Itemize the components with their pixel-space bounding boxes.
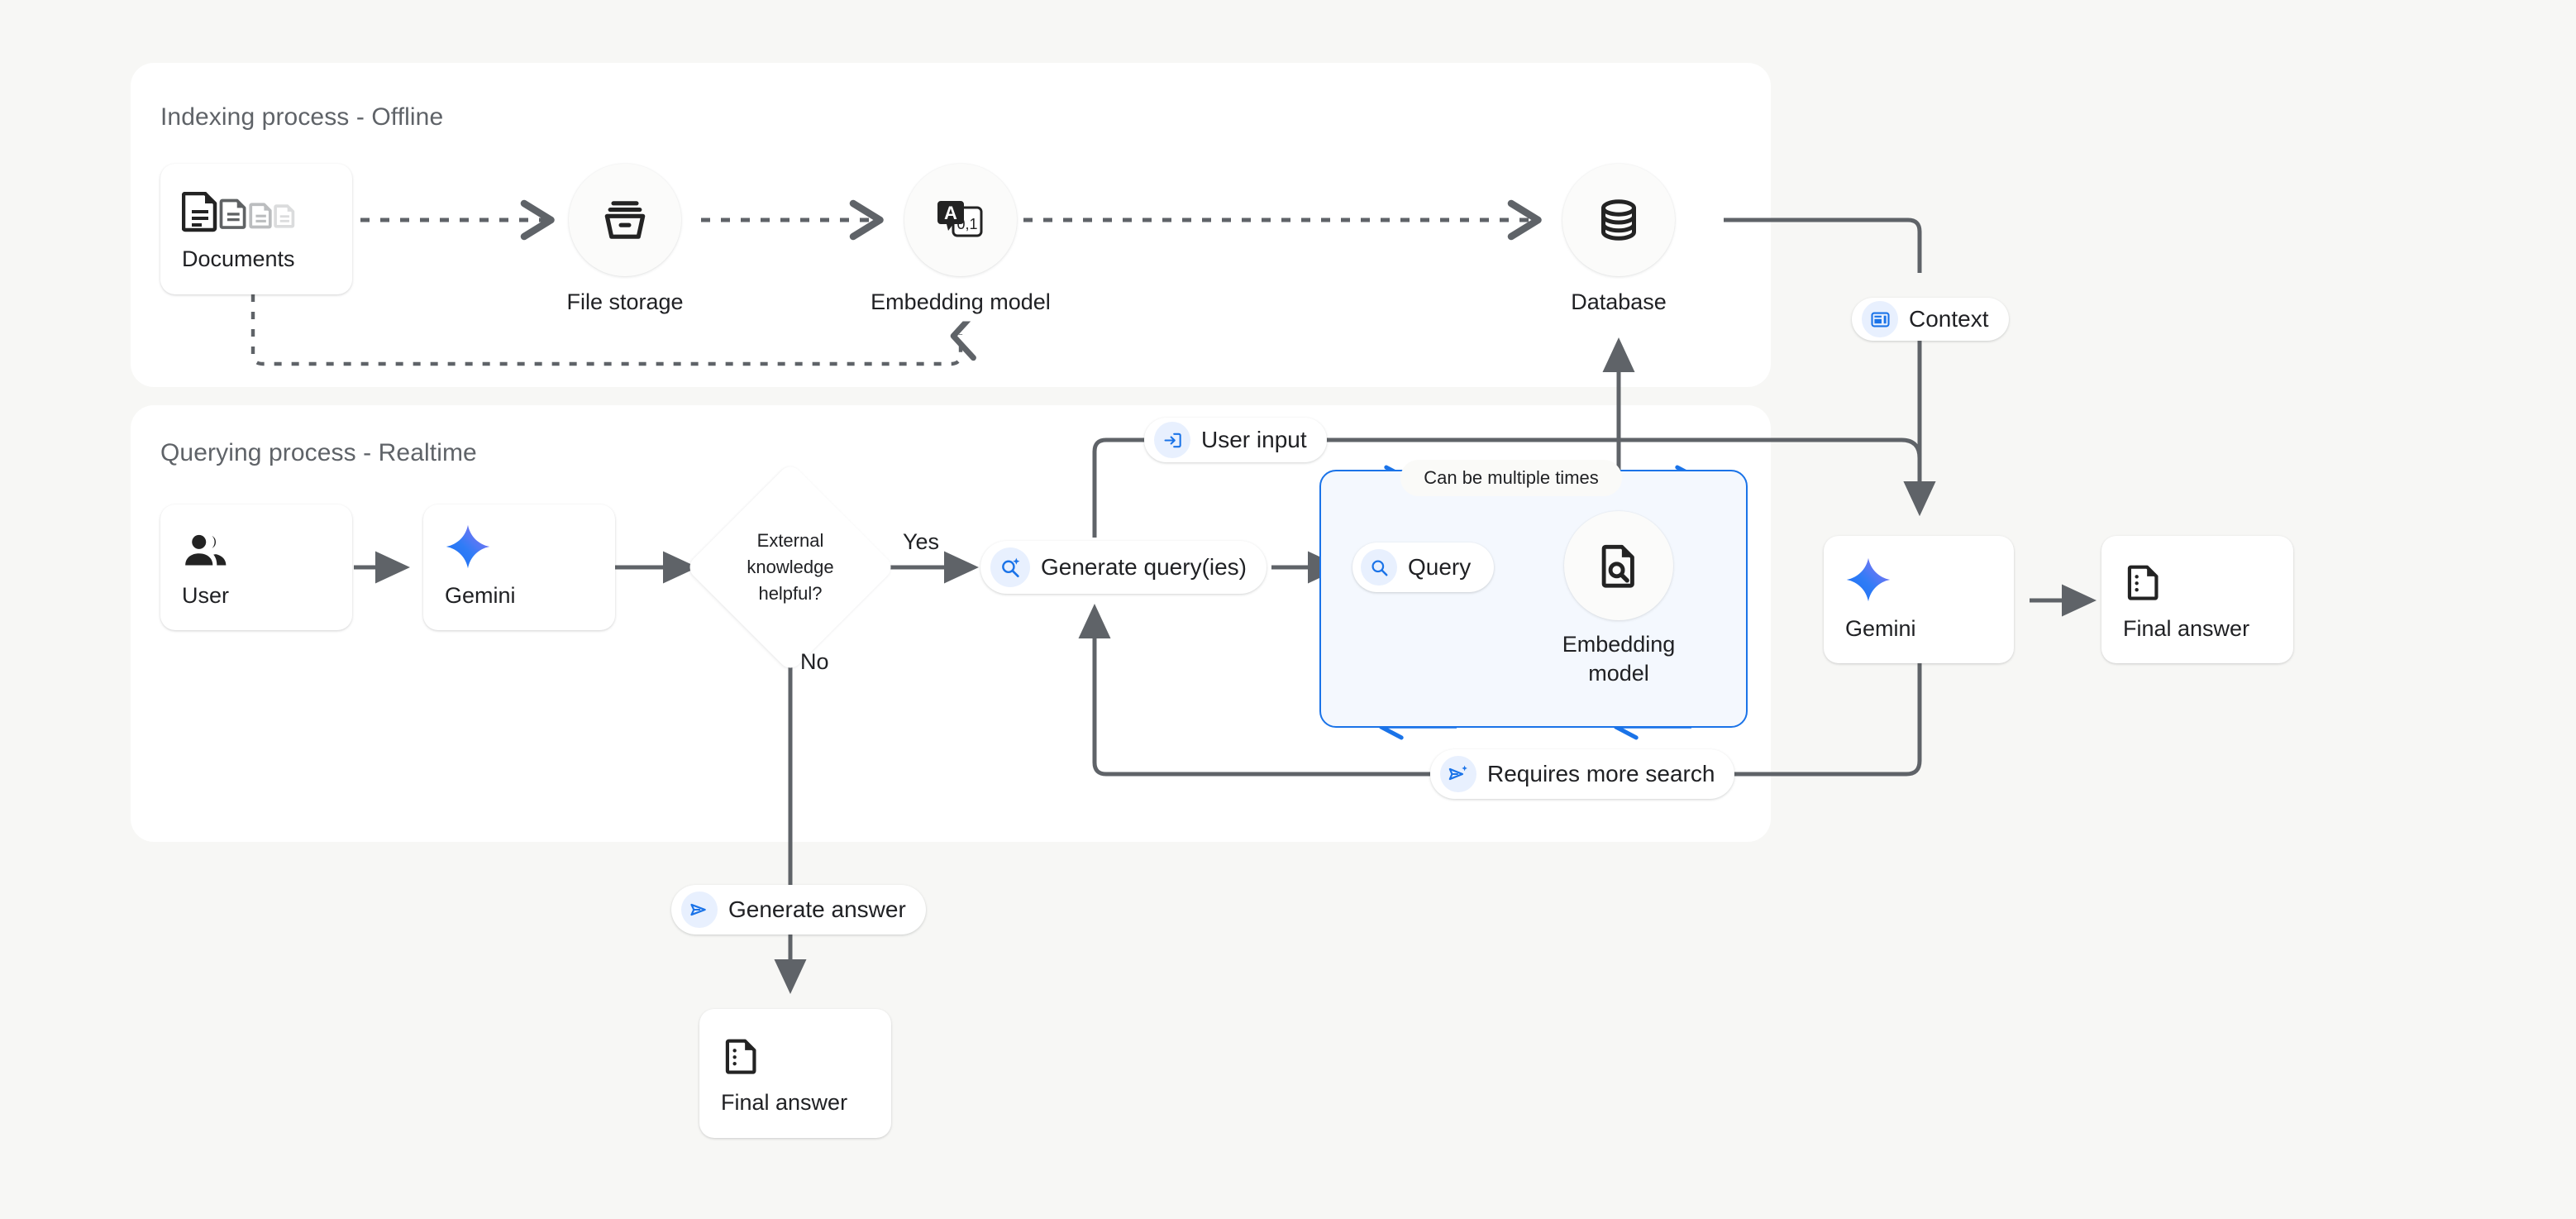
embedding-model-label-indexing: Embedding model	[871, 289, 1051, 314]
final-answer-label-right: Final answer	[2123, 615, 2250, 641]
embedding-model-node-indexing[interactable]: 0,1 A	[904, 164, 1017, 276]
final-answer-card-bottom[interactable]: Final answer	[699, 1009, 891, 1138]
svg-text:A: A	[944, 203, 957, 223]
search-icon	[1361, 549, 1397, 586]
generate-queries-label: Generate query(ies)	[1041, 554, 1247, 580]
no-label: No	[800, 649, 829, 674]
answer-doc-icon	[2123, 558, 2272, 603]
gemini-sparkle-icon	[1845, 557, 1992, 603]
search-sparkle-icon	[990, 547, 1030, 587]
yes-label: Yes	[903, 529, 940, 554]
embedding-model-node-query[interactable]	[1564, 511, 1673, 620]
final-answer-card-right[interactable]: Final answer	[2101, 536, 2293, 663]
file-storage-label: File storage	[566, 289, 684, 314]
decision-label: External knowledge helpful?	[747, 530, 834, 604]
decision-diamond[interactable]: External knowledge helpful?	[685, 461, 896, 673]
query-label: Query	[1408, 554, 1472, 580]
generate-queries-pill[interactable]: Generate query(ies)	[980, 541, 1267, 594]
input-arrow-icon	[1154, 422, 1190, 458]
text-to-vector-icon: 0,1 A	[937, 201, 983, 237]
user-card[interactable]: User	[160, 504, 352, 630]
generate-answer-label: Generate answer	[728, 896, 906, 922]
people-icon	[182, 527, 331, 570]
requires-more-search-label: Requires more search	[1487, 761, 1715, 786]
gemini-card[interactable]: Gemini	[423, 504, 615, 630]
final-answer-label-bottom: Final answer	[721, 1089, 848, 1115]
archive-icon	[604, 201, 646, 239]
retrieval-loop-box	[1319, 470, 1748, 728]
query-pill[interactable]: Query	[1352, 543, 1495, 592]
user-input-pill[interactable]: User input	[1144, 418, 1327, 462]
loop-count-label: Can be multiple times	[1400, 460, 1622, 496]
context-label: Context	[1909, 306, 1989, 332]
documents-icon	[182, 187, 331, 233]
gemini-card-right[interactable]: Gemini	[1824, 536, 2014, 663]
documents-label: Documents	[182, 246, 295, 271]
database-node[interactable]	[1562, 164, 1675, 276]
file-storage-node[interactable]	[569, 164, 681, 276]
generate-answer-pill[interactable]: Generate answer	[671, 885, 926, 935]
user-input-label: User input	[1201, 427, 1307, 452]
gemini-label-right: Gemini	[1845, 615, 1916, 641]
gemini-label: Gemini	[445, 582, 516, 608]
database-icon	[1600, 199, 1637, 241]
document-search-icon	[1601, 544, 1634, 588]
user-label: User	[182, 582, 230, 608]
answer-doc-icon	[721, 1032, 870, 1077]
indexing-panel-title: Indexing process - Offline	[160, 103, 444, 131]
context-pill[interactable]: Context	[1852, 298, 2009, 341]
article-icon	[1862, 301, 1898, 337]
requires-more-search-pill[interactable]: Requires more search	[1430, 749, 1735, 799]
documents-card[interactable]: Documents	[160, 164, 352, 294]
send-sparkle-icon	[1440, 756, 1476, 792]
querying-panel-title: Querying process - Realtime	[160, 439, 477, 466]
gemini-sparkle-icon	[445, 524, 594, 570]
send-icon	[681, 892, 718, 928]
database-label: Database	[1571, 289, 1667, 314]
embedding-model-label-query: Embedding model	[1562, 632, 1676, 686]
